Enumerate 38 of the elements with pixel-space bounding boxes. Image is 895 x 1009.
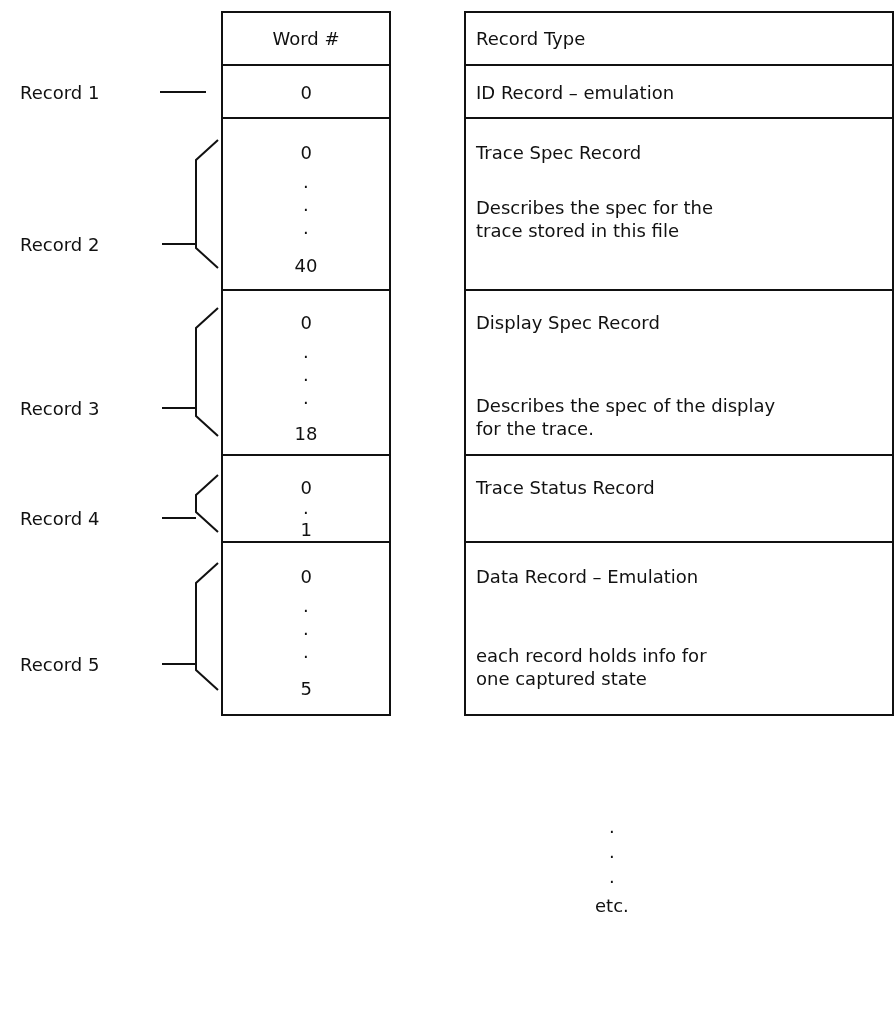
word-number: 0 <box>300 81 312 104</box>
ellipsis-dot: . <box>303 386 309 409</box>
record-label: Record 3 <box>20 397 100 420</box>
record-type-text: Trace Spec Record <box>476 141 642 164</box>
ellipsis-dot: . <box>303 363 309 386</box>
ellipsis-dot: . <box>303 617 309 640</box>
column-header: Record Type <box>476 27 586 50</box>
ellipsis-dot: . <box>303 594 309 617</box>
record-type-text: Trace Status Record <box>476 476 655 499</box>
word-number: 0 <box>300 141 312 164</box>
word-number: 40 <box>294 254 318 277</box>
word-number: 18 <box>294 422 318 445</box>
record-type-text: Display Spec Record <box>476 311 660 334</box>
ellipsis-dot: . <box>609 865 615 888</box>
ellipsis-dot: . <box>609 840 615 863</box>
word-number: 0 <box>300 311 312 334</box>
record-type-text: Data Record – Emulation <box>476 565 699 588</box>
ellipsis-dot: . <box>303 216 309 239</box>
continuation-text: etc. <box>595 894 629 917</box>
description-text: each record holds info for one captured state <box>476 644 708 690</box>
word-number: 0 <box>300 565 312 588</box>
record-label: Record 4 <box>20 507 100 530</box>
description-text: Describes the spec of the display for the trace. <box>476 394 776 440</box>
record-label: Record 5 <box>20 653 100 676</box>
ellipsis-dot: . <box>609 815 615 838</box>
ellipsis-dot: . <box>303 640 309 663</box>
record-label: Record 1 <box>20 81 100 104</box>
ellipsis-dot: . <box>303 193 309 216</box>
word-number: 0 <box>300 476 312 499</box>
word-number: 1 <box>300 518 312 541</box>
description-text: Describes the spec for the trace stored in this file <box>476 196 714 242</box>
ellipsis-dot: . <box>303 170 309 193</box>
record-type-text: ID Record – emulation <box>476 81 675 104</box>
column-header: Word # <box>272 27 340 50</box>
ellipsis-dot: . <box>303 496 309 519</box>
record-label: Record 2 <box>20 233 100 256</box>
ellipsis-dot: . <box>303 340 309 363</box>
word-number: 5 <box>300 677 312 700</box>
